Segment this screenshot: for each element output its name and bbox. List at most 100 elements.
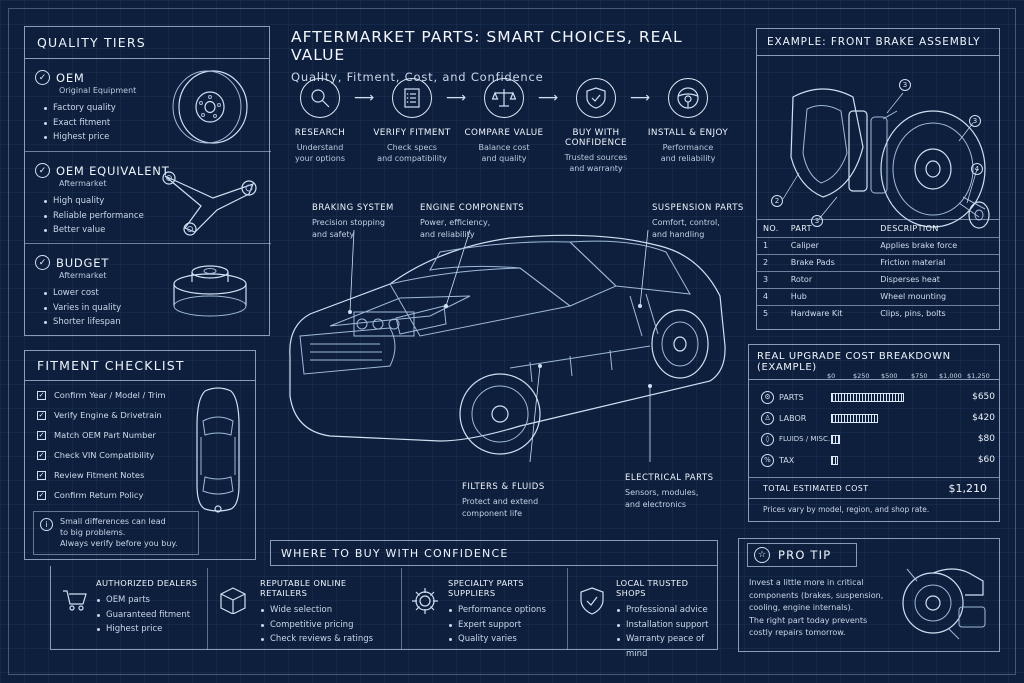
arrow-right-icon: ⟶ xyxy=(446,90,467,106)
page-subtitle: Quality, Fitment, Cost, and Confidence xyxy=(291,70,544,84)
cost-row: ⚙ PARTS $650 xyxy=(761,389,995,405)
callout-title: ENGINE COMPONENTS xyxy=(420,203,525,213)
brake-marker: 3 xyxy=(969,115,981,127)
callout-line: Precision stopping xyxy=(312,218,385,227)
tier-budget: ✓BUDGET Aftermarket Lower cost Varies in… xyxy=(25,243,271,335)
tier-name: OEM EQUIVALENT xyxy=(56,164,170,178)
checklist-item[interactable]: ✓ Verify Engine & Drivetrain xyxy=(37,405,187,425)
callout-title: FILTERS & FLUIDS xyxy=(462,482,545,492)
cell-part: Hardware Kit xyxy=(790,309,843,319)
checkbox-icon[interactable]: ✓ xyxy=(37,490,46,500)
table-header: NO. xyxy=(757,220,785,238)
callout-title: SUSPENSION PARTS xyxy=(652,203,744,213)
cell-desc: Disperses heat xyxy=(874,271,999,289)
tip-line: cooling, engine internals). xyxy=(749,603,854,612)
axis-tick: $1,000 xyxy=(939,372,962,380)
callout-line: Power, efficiency, xyxy=(420,218,491,227)
checklist-label: Review Fitment Notes xyxy=(54,470,145,480)
checkbox-icon[interactable]: ✓ xyxy=(37,470,46,480)
note-line: Always verify before you buy. xyxy=(60,539,178,548)
checklist-item[interactable]: ✓ Match OEM Part Number xyxy=(37,425,187,445)
cost-breakdown-title: REAL UPGRADE COST BREAKDOWN (EXAMPLE) xyxy=(749,345,999,380)
brake-exploded-illustration xyxy=(782,88,990,229)
control-arm-illustration xyxy=(162,171,257,236)
cost-bar xyxy=(831,414,878,423)
source-bullet: Professional advice xyxy=(616,603,712,618)
brake-marker: 3 xyxy=(899,79,911,91)
blueprint-frame xyxy=(8,8,1016,675)
checklist-item[interactable]: ✓ Review Fitment Notes xyxy=(37,465,187,485)
cost-bar xyxy=(831,435,840,444)
checklist-item[interactable]: ✓Confirm Return Policy xyxy=(37,485,187,505)
checkbox-icon[interactable]: ✓ xyxy=(37,390,46,400)
tier-sub: Aftermarket xyxy=(59,271,107,280)
pro-tip-title: PRO TIP xyxy=(778,548,832,562)
axis-tick: $0 xyxy=(827,372,836,380)
callout-line: and electronics xyxy=(625,500,687,509)
checkbox-icon[interactable]: ✓ xyxy=(37,450,46,460)
tier-oem-equivalent: ✓OEM EQUIVALENT Aftermarket High quality… xyxy=(25,151,271,243)
step-desc: Understand xyxy=(296,143,344,152)
total-row: TOTAL ESTIMATED COST $1,210 xyxy=(749,477,999,499)
bushing-mount-illustration xyxy=(173,265,247,317)
step-desc: Trusted sources xyxy=(564,153,628,162)
check-circle-icon: ✓ xyxy=(35,163,50,178)
cell-desc: Wheel mounting xyxy=(874,288,999,306)
tier-bullet: Lower cost xyxy=(43,286,261,301)
axis-tick: $500 xyxy=(881,372,898,380)
step-label: INSTALL & ENJOY xyxy=(647,128,729,138)
cell-part: Rotor xyxy=(784,271,875,289)
cost-value: $60 xyxy=(977,455,995,465)
checkbox-icon[interactable]: ✓ xyxy=(37,410,46,420)
cell-no: 5 xyxy=(763,309,769,319)
cost-row: % TAX $60 xyxy=(761,452,995,468)
cost-bar xyxy=(831,456,838,465)
source-bullet: Competitive pricing xyxy=(260,618,393,633)
source-name: REPUTABLE ONLINE RETAILERS xyxy=(260,578,347,598)
callout-title: BRAKING SYSTEM xyxy=(312,203,394,213)
tip-line: Invest a little more in critical xyxy=(749,578,864,587)
check-circle-icon: ✓ xyxy=(35,255,50,270)
cell-desc: Friction material xyxy=(874,254,999,272)
checklist-item[interactable]: ✓Check VIN Compatibility xyxy=(37,445,187,465)
cell-desc: Applies brake force xyxy=(874,237,999,255)
cell-no: 2 xyxy=(757,254,785,272)
cell-no: 4 xyxy=(757,288,785,306)
tier-bullet: Reliable performance xyxy=(43,209,261,224)
step-label: BUY WITH CONFIDENCE xyxy=(565,128,627,148)
checklist-item[interactable]: ✓Confirm Year / Model / Trim xyxy=(37,385,187,405)
box-icon xyxy=(220,587,246,614)
callout-braking: BRAKING SYSTEM Precision stopping and sa… xyxy=(312,202,394,241)
source-bullet: Warranty peace of mind xyxy=(616,632,712,661)
step-label: VERIFY FITMENT xyxy=(373,128,451,138)
quality-tiers-panel: QUALITY TIERS ✓OEM Original Equipment Fa… xyxy=(24,26,271,336)
step-desc: and quality xyxy=(481,154,527,163)
callout-line: and handling xyxy=(652,230,705,239)
source-bullet: Performance options xyxy=(448,603,561,618)
callout-line: Comfort, control, xyxy=(652,218,720,227)
arrow-right-icon: ⟶ xyxy=(354,90,375,106)
checklist-label: Verify Engine & Drivetrain xyxy=(54,410,162,420)
source-bullet: Wide selection xyxy=(260,603,393,618)
worker-icon: ♙ xyxy=(761,411,774,425)
checkbox-icon[interactable]: ✓ xyxy=(37,430,46,440)
tier-bullet: High quality xyxy=(43,194,261,209)
tier-bullet: Exact fitment xyxy=(43,116,261,131)
tier-bullet: Shorter lifespan xyxy=(43,315,261,330)
checklist-label: Match OEM Part Number xyxy=(54,430,156,440)
quality-tiers-title: QUALITY TIERS xyxy=(25,27,269,59)
cell-desc: Clips, pins, bolts xyxy=(880,309,946,319)
brake-marker: 4 xyxy=(971,163,983,175)
step-desc: Check specs xyxy=(387,143,437,152)
tier-bullet: Better value xyxy=(43,223,261,238)
info-icon: i xyxy=(40,518,53,531)
note-line: to big problems. xyxy=(60,528,126,537)
